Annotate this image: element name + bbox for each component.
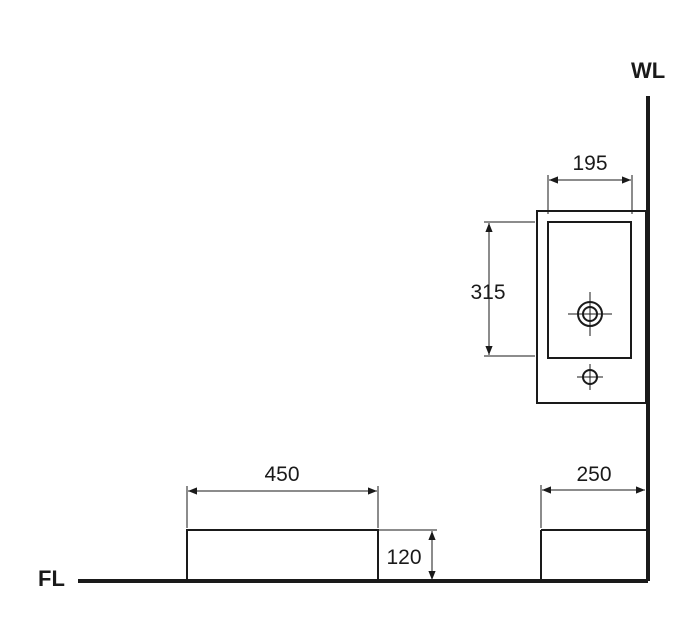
tap-hole-icon (577, 364, 603, 390)
dimension-block-height: 120 (378, 529, 437, 580)
drain-icon (568, 292, 612, 336)
basin-outline (536, 210, 647, 404)
dimension-block-width: 450 (186, 463, 379, 528)
floor-block (186, 529, 379, 582)
basin-width-value: 195 (572, 152, 607, 175)
basin-depth-value: 315 (470, 281, 505, 304)
wall-line-label: WL (631, 58, 665, 83)
block-width-value: 450 (264, 463, 299, 486)
block-height-value: 120 (386, 546, 421, 569)
dimension-basin-width: 195 (547, 152, 633, 214)
wall-basin (536, 210, 647, 404)
side-block (540, 529, 647, 581)
floor-line-label: FL (38, 566, 65, 591)
dimension-basin-depth: 315 (470, 221, 535, 357)
side-block-width-value: 250 (576, 463, 611, 486)
basin-bowl (547, 221, 632, 359)
dimension-side-block-width: 250 (540, 463, 645, 528)
